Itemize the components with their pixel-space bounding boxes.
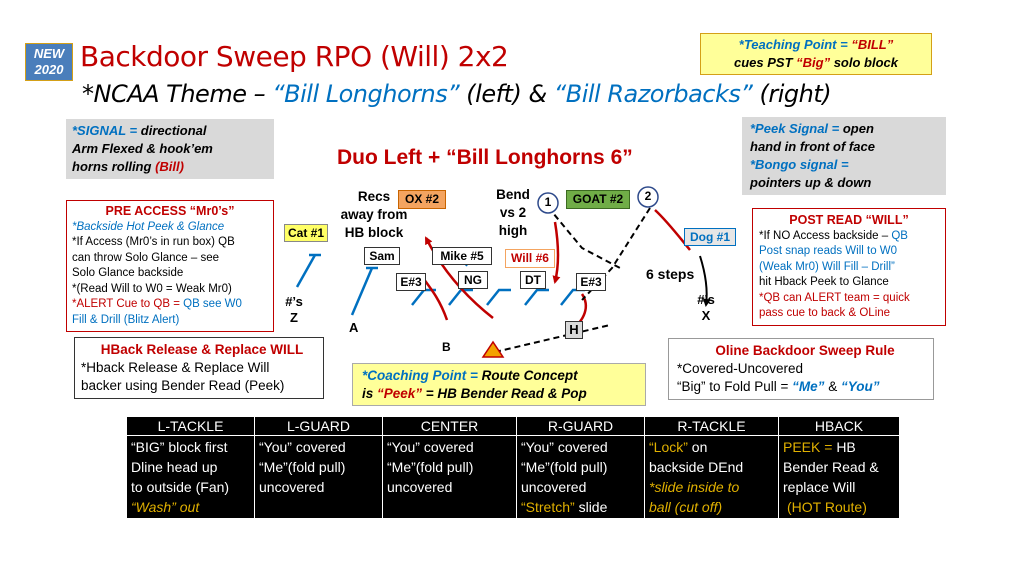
bend-label: Bend vs 2 high [496, 187, 530, 238]
cell-l-tackle: “BIG” block first Dline head up to outsi… [126, 435, 255, 518]
play-call: Duo Left + “Bill Longhorns 6” [337, 146, 633, 169]
mike5-defender: Mike #5 [432, 247, 492, 265]
h-back-marker: H [565, 321, 583, 339]
badge-line1: NEW [33, 46, 65, 61]
oline-rule-box: Oline Backdoor Sweep Rule *Covered-Uncov… [668, 338, 934, 400]
cell-r-tackle: “Lock” on backside DEnd *slide inside to… [644, 435, 779, 518]
blocking-rules-table: L-TACKLE L-GUARD CENTER R-GUARD R-TACKLE… [126, 416, 900, 518]
qb-triangle [481, 340, 505, 358]
recs-away-label: Recs away from HB block [340, 189, 408, 240]
z-route [295, 253, 321, 288]
cell-l-guard: “You” covered “Me”(fold pull) uncovered [254, 435, 383, 518]
six-steps-label: 6 steps [646, 266, 695, 282]
header-l-tackle: L-TACKLE [126, 416, 255, 436]
cell-r-guard: “You” covered “Me”(fold pull) uncovered … [516, 435, 645, 518]
header-r-guard: R-GUARD [516, 416, 645, 436]
dt-defender: DT [520, 271, 546, 289]
ox2-defender: OX #2 [398, 190, 446, 209]
receiver-1-number: 1 [544, 195, 552, 209]
receiver-2-number: 2 [644, 189, 652, 203]
hback-release-box: HBack Release & Replace WILL *Hback Rele… [74, 337, 324, 399]
sam-defender: Sam [364, 247, 400, 265]
ng-defender: NG [458, 271, 488, 289]
z-receiver-label: #’s Z [285, 294, 303, 325]
a-receiver-label: A [349, 320, 359, 335]
b-back-label: B [442, 340, 451, 354]
will6-defender: Will #6 [505, 249, 555, 268]
ol-blocks [411, 288, 585, 306]
cell-hback: PEEK = HB Bender Read & replace Will (HO… [778, 435, 900, 518]
cat1-defender: Cat #1 [284, 224, 328, 242]
post-read-box: POST READ “WILL” *If NO Access backside … [752, 208, 946, 326]
header-r-tackle: R-TACKLE [644, 416, 779, 436]
x-receiver-label: #’s X [697, 292, 715, 323]
header-center: CENTER [382, 416, 517, 436]
dog1-defender: Dog #1 [684, 228, 736, 246]
peek-signal-box: *Peek Signal = open hand in front of fac… [742, 117, 946, 195]
header-l-guard: L-GUARD [254, 416, 383, 436]
a-route [350, 266, 378, 316]
cell-center: “You” covered “Me”(fold pull) uncovered [382, 435, 517, 518]
goat2-defender: GOAT #2 [566, 190, 630, 209]
table-header-row: L-TACKLE L-GUARD CENTER R-GUARD R-TACKLE… [126, 416, 900, 436]
e3-right-defender: E#3 [576, 273, 606, 291]
header-hback: HBACK [778, 416, 900, 436]
badge-line2: 2020 [34, 62, 64, 77]
signal-box: *SIGNAL = directional Arm Flexed & hook’… [66, 119, 274, 179]
page-title: Backdoor Sweep RPO (Will) 2x2 [80, 40, 509, 73]
page-subtitle: *NCAA Theme – “Bill Longhorns” (left) & … [82, 80, 832, 108]
e3-left-defender: E#3 [396, 273, 426, 291]
coaching-point-box: *Coaching Point = Route Concept is “Peek… [352, 363, 646, 406]
table-row: “BIG” block first Dline head up to outsi… [126, 435, 900, 518]
new-2020-badge: NEW 2020 [25, 43, 73, 81]
pre-access-box: PRE ACCESS “Mr0’s” *Backside Hot Peek & … [66, 200, 274, 332]
teaching-point-box: *Teaching Point = “BILL” cues PST “Big” … [700, 33, 932, 75]
